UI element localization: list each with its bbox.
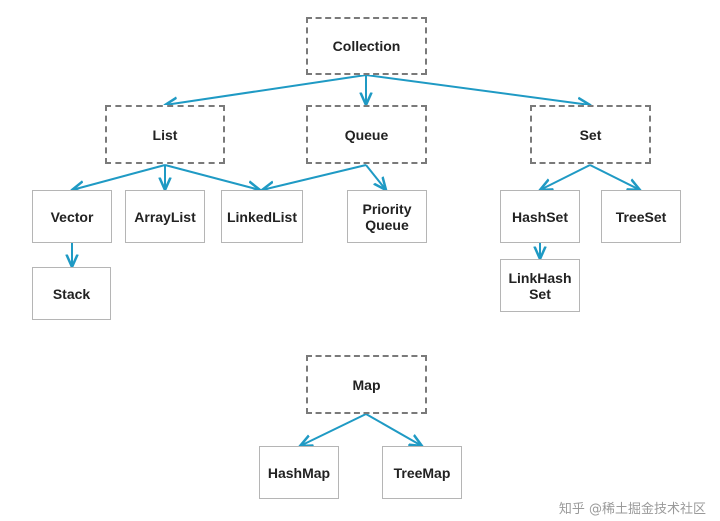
node-stack: Stack bbox=[32, 267, 111, 320]
edge-set-hashset bbox=[540, 164, 591, 190]
edge-map-treemap bbox=[365, 413, 422, 446]
node-map: Map bbox=[306, 355, 427, 414]
edge-queue-linkedlist bbox=[262, 164, 367, 190]
node-hashset: HashSet bbox=[500, 190, 580, 243]
edge-queue-priorityqueue bbox=[365, 164, 386, 190]
node-set: Set bbox=[530, 105, 651, 164]
node-linkedlist: LinkedList bbox=[221, 190, 303, 243]
node-hashmap: HashMap bbox=[259, 446, 339, 499]
edge-set-treeset bbox=[589, 164, 640, 190]
edge-collection-set bbox=[365, 74, 590, 105]
node-treemap: TreeMap bbox=[382, 446, 462, 499]
node-queue: Queue bbox=[306, 105, 427, 164]
edge-list-linkedlist bbox=[164, 164, 260, 190]
node-list: List bbox=[105, 105, 225, 164]
node-collection: Collection bbox=[306, 17, 427, 75]
watermark-text: 知乎 @稀土掘金技术社区 bbox=[558, 502, 706, 517]
edge-map-hashmap bbox=[300, 413, 367, 446]
node-priority-queue: Priority Queue bbox=[347, 190, 427, 243]
node-vector: Vector bbox=[32, 190, 112, 243]
node-linkhashset: LinkHash Set bbox=[500, 259, 580, 312]
edge-list-vector bbox=[72, 164, 166, 190]
edge-collection-list bbox=[165, 74, 367, 105]
node-treeset: TreeSet bbox=[601, 190, 681, 243]
node-arraylist: ArrayList bbox=[125, 190, 205, 243]
